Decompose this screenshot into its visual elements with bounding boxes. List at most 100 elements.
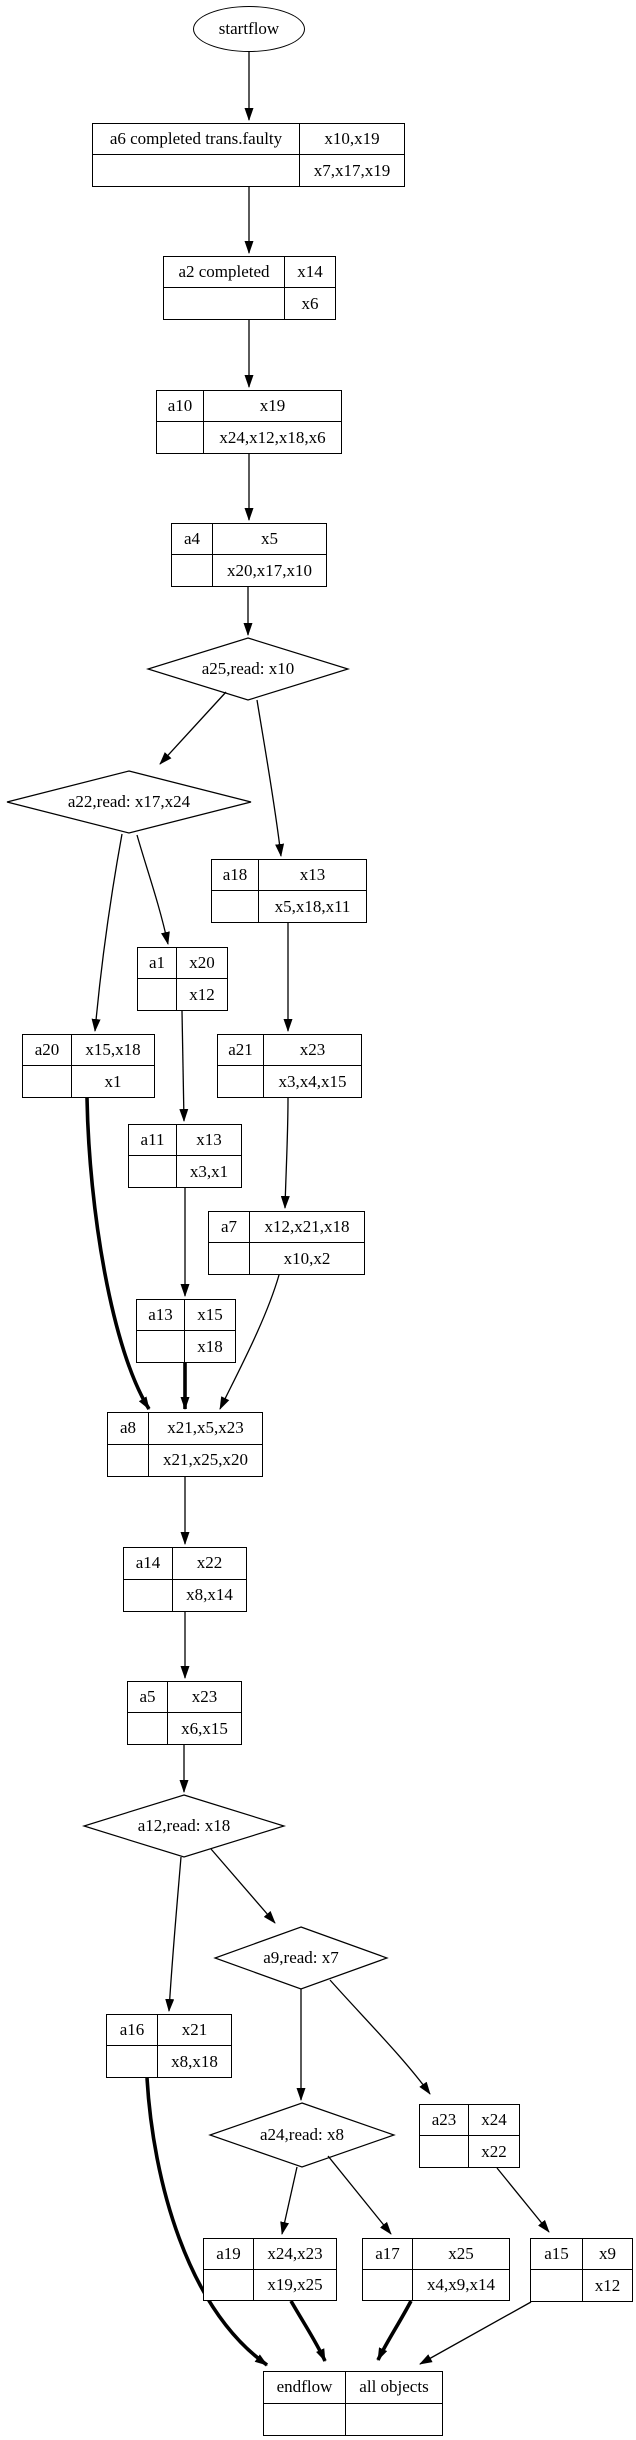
- node-a7-bottom: x10,x2: [283, 1248, 331, 1268]
- node-a23: a23 x24 x22: [419, 2104, 520, 2168]
- node-a21-name: a21: [218, 1035, 264, 1066]
- node-a13-empty: [137, 1331, 185, 1362]
- start-node-label: startflow: [218, 19, 280, 38]
- node-a17-top: x25: [413, 2239, 509, 2270]
- start-node: startflow: [193, 6, 305, 52]
- end-node-top: all objects: [346, 2372, 442, 2404]
- node-a11: a11 x13 x3,x1: [128, 1124, 242, 1188]
- node-a14: a14 x22 x8,x14: [123, 1547, 247, 1612]
- edge-a22-a20: [91, 833, 123, 1032]
- node-a11-top: x13: [177, 1125, 241, 1156]
- edge-a12-a16: [165, 1856, 182, 2012]
- node-a4-top: x5: [213, 524, 326, 555]
- node-a18-empty: [212, 891, 259, 922]
- node-a16-top: x21: [158, 2015, 231, 2046]
- node-a5-bottom: x6,x15: [181, 1718, 228, 1738]
- node-a14-top: x22: [173, 1548, 246, 1580]
- node-a18: a18 x13 x5,x18,x11: [211, 859, 367, 923]
- edge-a19-endflow: [289, 2300, 327, 2362]
- node-a1: a1 x20 x12: [137, 947, 228, 1011]
- node-a5: a5 x23 x6,x15: [127, 1681, 242, 1745]
- node-a6-bottom: x7,x17,x19: [313, 160, 391, 180]
- node-a21-empty: [218, 1066, 264, 1097]
- decision-a25-shape: [145, 637, 351, 701]
- node-a15-empty: [531, 2270, 583, 2301]
- node-a16-empty: [107, 2046, 158, 2077]
- node-a21: a21 x23 x3,x4,x15: [217, 1034, 362, 1098]
- node-a20-name: a20: [23, 1035, 72, 1066]
- node-a14-name: a14: [124, 1548, 173, 1580]
- node-a19-name: a19: [204, 2239, 254, 2270]
- edge-a23-a15: [496, 2167, 550, 2233]
- node-a16-bottom: x8,x18: [171, 2051, 218, 2071]
- node-a8-name: a8: [108, 1413, 149, 1445]
- node-a23-empty: [420, 2136, 469, 2167]
- edge-a1-a11: [179, 1010, 189, 1122]
- node-a5-top: x23: [168, 1682, 241, 1713]
- edge-a22-a1: [136, 834, 170, 945]
- node-a16-name: a16: [107, 2015, 158, 2046]
- node-a20-bottom: x1: [104, 1071, 122, 1091]
- node-a23-top: x24: [469, 2105, 519, 2136]
- node-a15-bottom: x12: [594, 2275, 621, 2295]
- node-a6: a6 completed trans.faulty x10,x19 x7,x17…: [92, 123, 405, 187]
- node-a10: a10 x19 x24,x12,x18,x6: [156, 390, 342, 454]
- node-a2-top: x14: [285, 257, 335, 288]
- node-a8-top: x21,x5,x23: [149, 1413, 262, 1445]
- end-node-name: endflow: [264, 2372, 346, 2404]
- decision-a9-shape: [213, 1926, 389, 1990]
- node-a15-name: a15: [531, 2239, 583, 2270]
- node-a13-bottom: x18: [197, 1336, 223, 1356]
- node-a7-name: a7: [209, 1212, 250, 1243]
- node-a10-empty: [157, 422, 204, 453]
- node-a13: a13 x15 x18: [136, 1299, 236, 1363]
- node-a10-top: x19: [204, 391, 341, 422]
- node-a20-top: x15,x18: [72, 1035, 154, 1066]
- edge-a25-a18: [256, 699, 285, 857]
- node-a4-name: a4: [172, 524, 213, 555]
- node-a4: a4 x5 x20,x17,x10: [171, 523, 327, 587]
- node-a11-empty: [129, 1156, 177, 1187]
- edge-a21-a7: [280, 1097, 290, 1209]
- end-node-empty-left: [264, 2403, 346, 2435]
- node-a17-name: a17: [363, 2239, 413, 2270]
- node-a2-bottom: x6: [301, 293, 319, 313]
- node-a17: a17 x25 x4,x9,x14: [362, 2238, 510, 2301]
- node-a20-empty: [23, 1066, 72, 1097]
- node-a13-top: x15: [185, 1300, 235, 1331]
- node-a18-top: x13: [259, 860, 366, 891]
- node-a4-empty: [172, 555, 213, 586]
- node-a17-empty: [363, 2269, 413, 2300]
- edge-a12-a9: [210, 1848, 276, 1924]
- node-a14-bottom: x8,x14: [186, 1585, 233, 1605]
- edge-a9-a23: [329, 1979, 431, 2095]
- node-a16: a16 x21 x8,x18: [106, 2014, 232, 2078]
- node-a6-name: a6 completed trans.faulty: [93, 124, 300, 155]
- node-a10-name: a10: [157, 391, 204, 422]
- node-a1-bottom: x12: [189, 984, 215, 1004]
- edge-a20-a8: [85, 1097, 151, 1410]
- node-a20: a20 x15,x18 x1: [22, 1034, 155, 1098]
- edge-a24-a19: [280, 2166, 298, 2235]
- edge-a16-endflow: [145, 2077, 269, 2367]
- node-a8: a8 x21,x5,x23 x21,x25,x20: [107, 1412, 263, 1477]
- end-node-empty-right: [346, 2404, 442, 2436]
- node-a17-bottom: x4,x9,x14: [427, 2274, 495, 2294]
- edge-a24-a17: [327, 2155, 392, 2235]
- node-a4-bottom: x20,x17,x10: [227, 560, 312, 580]
- edge-a17-endflow: [376, 2300, 413, 2361]
- node-a6-top: x10,x19: [300, 124, 404, 155]
- node-a23-name: a23: [420, 2105, 469, 2136]
- node-a1-name: a1: [138, 948, 177, 979]
- node-a19-empty: [204, 2269, 254, 2300]
- node-a8-empty: [108, 1444, 149, 1476]
- node-a5-name: a5: [128, 1682, 168, 1713]
- node-a1-top: x20: [177, 948, 227, 979]
- node-a14-empty: [124, 1579, 173, 1611]
- node-a2: a2 completed x14 x6: [163, 256, 336, 320]
- node-a7-top: x12,x21,x18: [250, 1212, 364, 1243]
- node-a5-empty: [128, 1713, 168, 1744]
- decision-a22-shape: [6, 770, 252, 834]
- node-a18-bottom: x5,x18,x11: [274, 896, 351, 916]
